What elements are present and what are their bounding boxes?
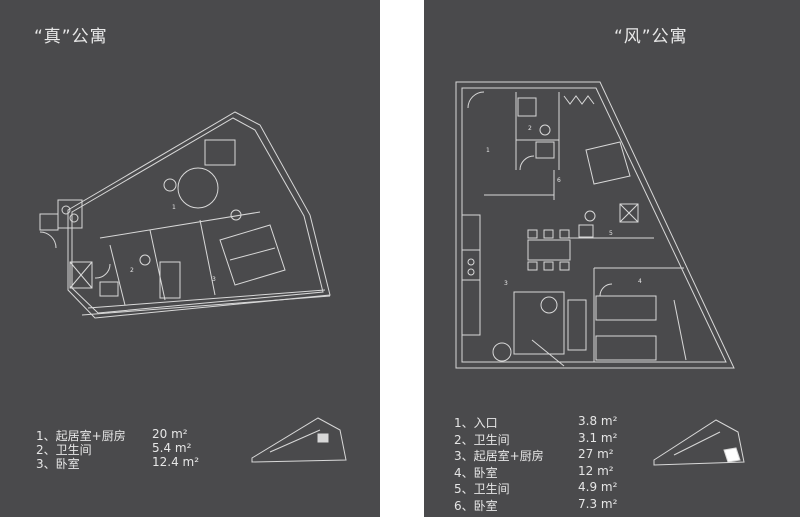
right-plan-kitchen-counter [461,214,481,336]
left-plan-number-1: 1 [172,204,176,211]
left-apartment-title: “真”公寓 [34,27,108,47]
right-plan-bathroom-2-fixture [517,97,537,117]
left-legend-row: 2、卫生间 5.4 m² [36,441,192,457]
left-plan-partition [99,211,261,239]
left-legend-row: 1、起居室+厨房 20 m² [36,427,188,443]
right-legend-row: 4、卧室 12 m² [454,463,614,480]
right-legend-row: 3、起居室+厨房 27 m² [454,447,614,463]
left-plan-bed [219,224,286,286]
right-keyplan [653,419,745,466]
right-plan-outer-wall [455,81,735,369]
left-apartment-panel: “真”公寓 [0,0,380,517]
right-room-legend: 1、入口 3.8 m² 2、卫生间 3.1 m² 3、起居室+厨房 27 m² … [454,414,654,513]
right-plan-bed-small [585,141,631,185]
right-plan-number-6: 6 [557,177,561,184]
right-plan-number-4: 4 [638,278,642,285]
left-plan-entry-door [39,231,57,249]
right-legend-row: 1、入口 3.8 m² [454,414,618,430]
right-plan-number-3: 3 [504,280,508,287]
left-plan-number-2: 2 [130,267,134,274]
right-apartment-panel: “风”公寓 [424,0,800,517]
left-plan-inner-wall [71,117,324,314]
left-plan-number-3: 3 [212,276,216,283]
left-plan-shower [69,261,93,289]
left-plan-diagonal-wall [81,295,331,316]
left-plan-outer-wall [67,111,331,319]
right-plan-number-2: 2 [528,125,532,132]
left-plan-dining-table [177,167,219,209]
right-plan-living-area [513,291,565,355]
right-plan-shower [619,203,639,223]
left-legend-row: 3、卧室 12.4 m² [36,455,200,471]
right-legend-row: 2、卫生间 3.1 m² [454,430,618,447]
right-plan-entry-door [467,91,485,109]
right-apartment-title: “风”公寓 [614,27,688,47]
left-keyplan [251,417,347,463]
right-plan-bed [595,295,657,321]
right-plan-number-5: 5 [609,230,613,237]
left-room-legend: 1、起居室+厨房 20 m² 2、卫生间 5.4 m² 3、卧室 12.4 m² [36,427,236,471]
right-plan-dining-table [527,239,571,261]
right-legend-row: 5、卫生间 4.9 m² [454,480,618,496]
right-floor-plan: 1 2 3 4 5 6 [455,81,745,466]
right-plan-number-1: 1 [486,147,490,154]
left-floor-plan: 1 2 3 [39,111,347,463]
right-legend-row: 6、卧室 7.3 m² [454,496,618,513]
